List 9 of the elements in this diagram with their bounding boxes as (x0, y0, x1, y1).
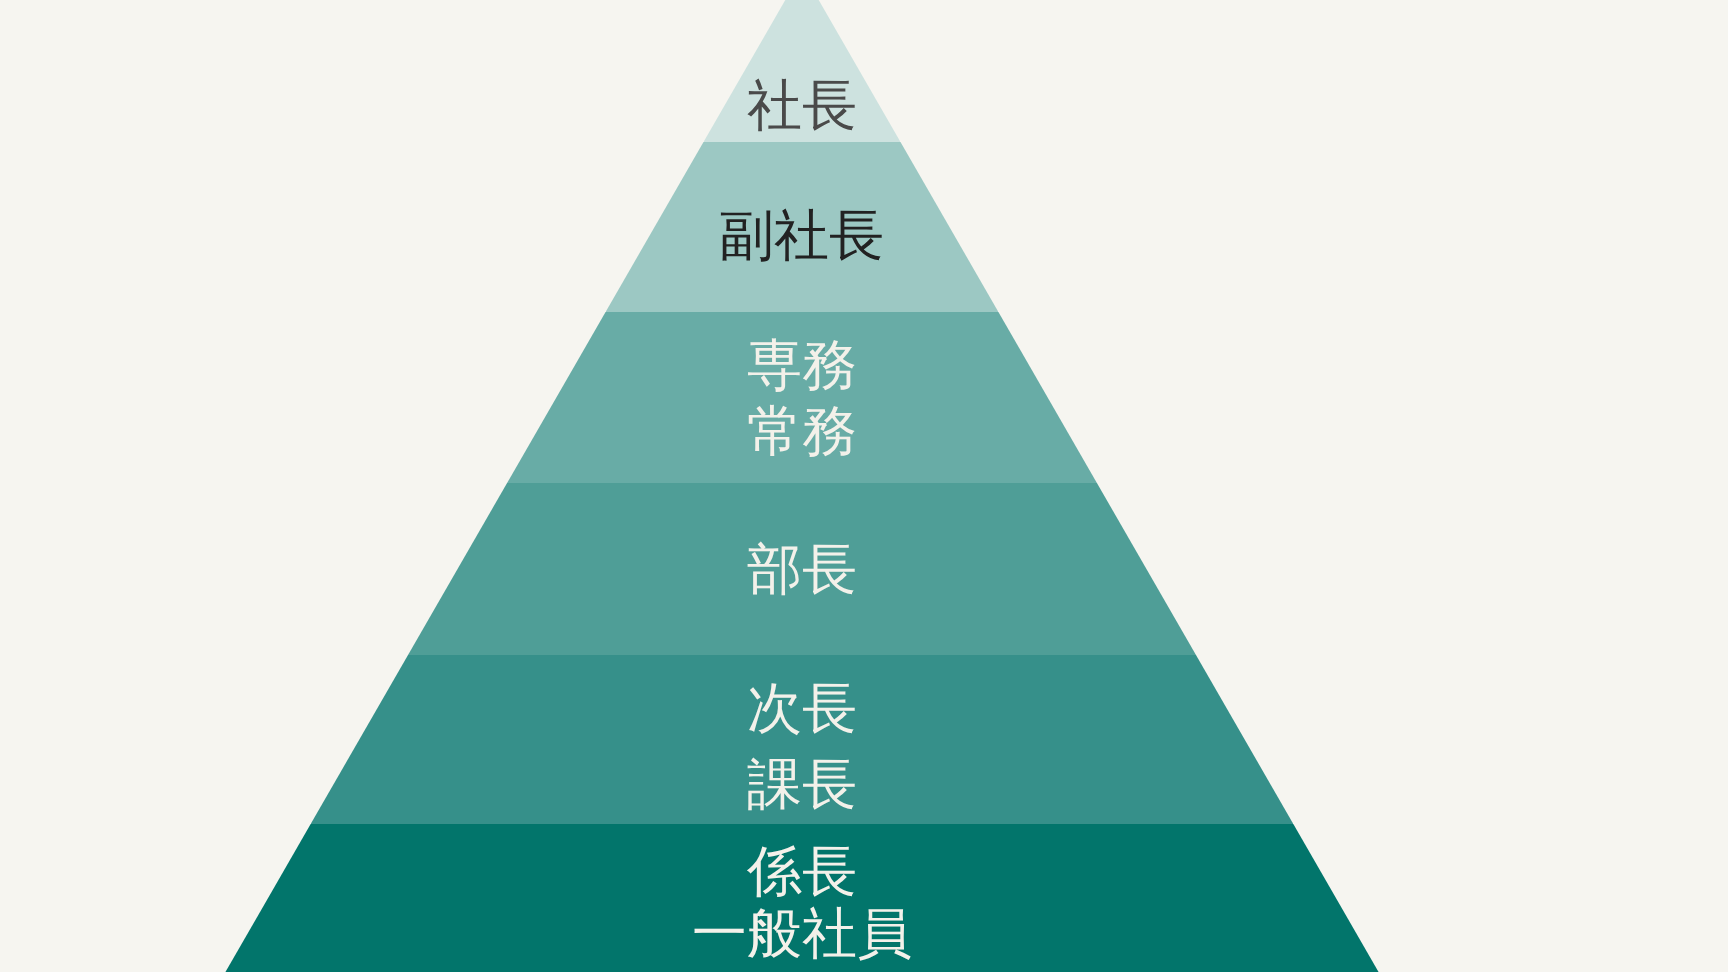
rank-label: 副社長 (719, 203, 885, 267)
rank-label: 課長 (747, 750, 857, 818)
rank-label: 一般社員 (692, 902, 912, 964)
rank-label: 常務 (747, 397, 857, 464)
rank-label: 係長 (747, 840, 857, 902)
rank-label: 次長 (747, 674, 857, 742)
rank-label: 部長 (747, 536, 857, 602)
rank-label: 社長 (747, 73, 857, 137)
rank-label: 専務 (747, 331, 857, 398)
